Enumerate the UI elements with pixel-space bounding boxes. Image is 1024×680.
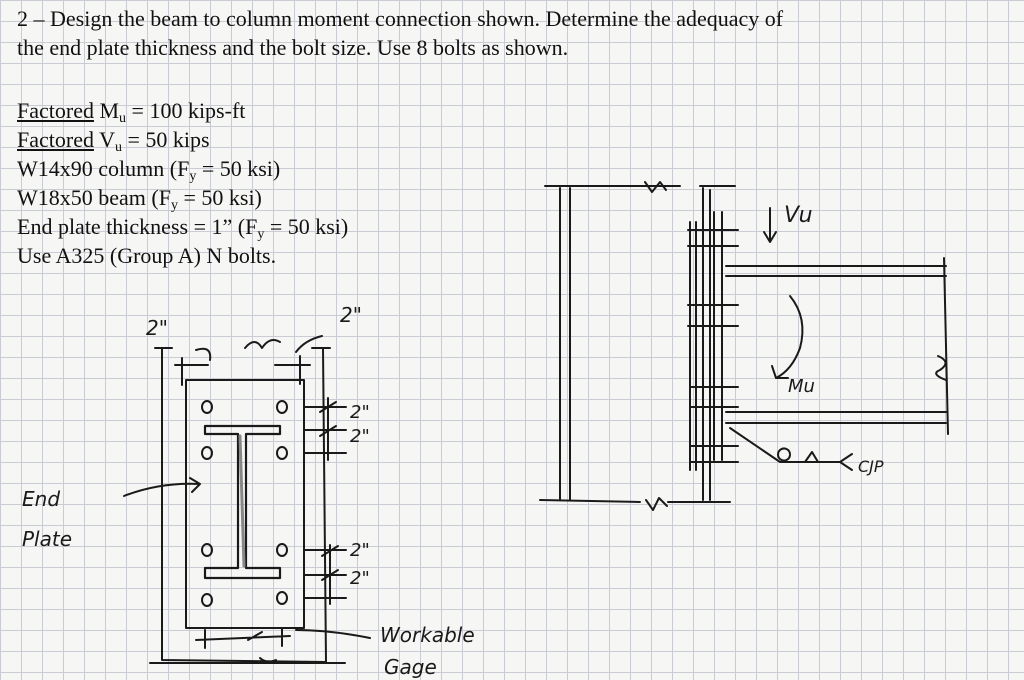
given-bolts: Use A325 (Group A) N bolts.: [17, 243, 277, 268]
column-flange-left: [559, 187, 571, 501]
factored-label: Factored: [17, 98, 94, 123]
weld-symbol: [804, 451, 819, 463]
dim-top-left: 2": [146, 316, 168, 340]
bolt-hole: [276, 543, 288, 557]
column-center-mark-bottom: [645, 497, 668, 511]
beam-top-flange: [725, 265, 947, 277]
plate-label: Plate: [22, 527, 72, 551]
bolt-shank-lines: [689, 221, 697, 471]
moment-symbol: M: [99, 98, 120, 123]
beam-web-shading: [238, 434, 246, 568]
shear-value: = 50 kips: [121, 127, 210, 152]
moment-value: = 100 kips-ft: [126, 98, 246, 123]
bolt-hole: [201, 593, 213, 607]
dim-side-3: 2": [350, 540, 370, 561]
end-plate-leader: [123, 477, 201, 497]
dim-leaders: [195, 335, 323, 361]
given-plate: End plate thickness = 1” (Fy = 50 ksi): [17, 212, 349, 242]
column-end: = 50 ksi): [196, 156, 281, 181]
end-plate-outline: [161, 347, 327, 663]
plate-text: End plate thickness = 1” (F: [17, 214, 258, 239]
weld-leader: [729, 427, 841, 463]
bolt-pattern-box: [185, 379, 305, 629]
moment-subscript: u: [119, 111, 127, 126]
side-elevation: [539, 181, 949, 511]
column-text: W14x90 column (F: [17, 156, 190, 181]
end-label: End: [22, 487, 60, 511]
beam-break-mark: [935, 355, 947, 381]
bolts-side: [687, 229, 739, 463]
weld-tail: [839, 453, 853, 471]
mu-arrow: [771, 295, 804, 379]
dim-top-right: 2": [340, 303, 362, 327]
dim-side-1: 2": [350, 402, 370, 423]
bolt-hole: [276, 591, 288, 605]
cjp-label: CJP: [858, 457, 884, 476]
bolt-hole: [201, 400, 213, 414]
end-plate-side: [713, 211, 723, 461]
beam-text: W18x50 beam (F: [17, 185, 171, 210]
beam-subscript: y: [170, 198, 178, 213]
given-shear: Factored Vu = 50 kips: [17, 125, 348, 155]
column-center-mark-top: [644, 181, 667, 193]
problem-line-2: the end plate thickness and the bolt siz…: [17, 35, 569, 60]
right-dimension-top: [303, 397, 347, 461]
workable-label: Workable: [380, 623, 475, 647]
plate-end: = 50 ksi): [264, 214, 349, 239]
right-dimension-bottom: [303, 544, 347, 605]
vu-arrow: [763, 207, 777, 243]
shear-subscript: u: [114, 140, 122, 155]
problem-statement: 2 – Design the beam to column moment con…: [17, 4, 783, 62]
dim-side-2: 2": [350, 426, 370, 447]
plate-subscript: y: [257, 227, 265, 242]
shear-symbol: V: [99, 127, 115, 152]
beam-section-shape: [203, 424, 282, 580]
problem-line-1: 2 – Design the beam to column moment con…: [17, 6, 784, 31]
given-column: W14x90 column (Fy = 50 ksi): [17, 154, 348, 184]
mu-label: Mu: [788, 376, 815, 397]
column-flange-right: [702, 187, 711, 501]
column-bottom-line: [539, 499, 731, 503]
given-moment: Factored Mu = 100 kips-ft: [17, 96, 348, 126]
top-dimension-lines: [174, 355, 311, 386]
center-symbol: [244, 339, 281, 349]
bolt-hole: [201, 543, 213, 557]
gage-dimension: [195, 627, 291, 649]
bolt-holes: [201, 400, 288, 607]
beam-end-line: [943, 257, 949, 435]
bolt-hole: [276, 400, 288, 414]
given-data-list: Factored Mu = 100 kips-ft Factored Vu = …: [17, 96, 348, 270]
gage-center-mark: [259, 657, 277, 663]
beam-bottom-flange: [725, 411, 947, 424]
dim-side-4: 2": [350, 568, 370, 589]
vu-label: Vu: [784, 203, 813, 228]
beam-end: = 50 ksi): [177, 185, 262, 210]
factored-label: Factored: [17, 127, 94, 152]
workable-gage-leader: [295, 629, 371, 639]
bolt-hole: [276, 446, 288, 460]
given-beam: W18x50 beam (Fy = 50 ksi): [17, 183, 348, 213]
end-plate-elevation: [123, 335, 371, 664]
bolt-hole: [201, 446, 213, 460]
column-subscript: y: [189, 169, 197, 184]
gage-label: Gage: [384, 655, 437, 679]
